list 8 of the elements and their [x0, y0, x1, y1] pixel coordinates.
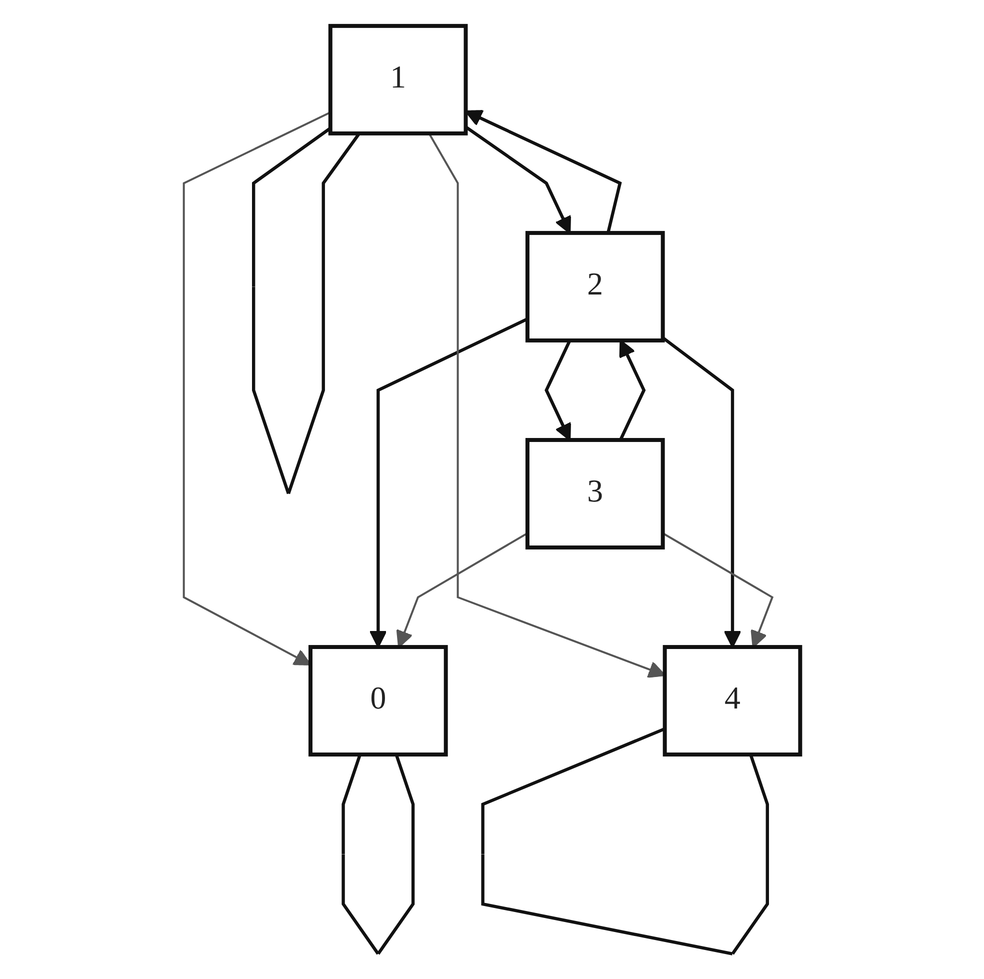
arrow: [662, 532, 774, 648]
node-box: 3: [525, 438, 665, 549]
arrow: [396, 532, 528, 648]
node-box: 1: [328, 23, 468, 135]
arrow: [369, 317, 528, 648]
node-box: 0: [308, 644, 448, 756]
node-box: 2: [525, 230, 665, 342]
node-box: 4: [662, 644, 802, 756]
